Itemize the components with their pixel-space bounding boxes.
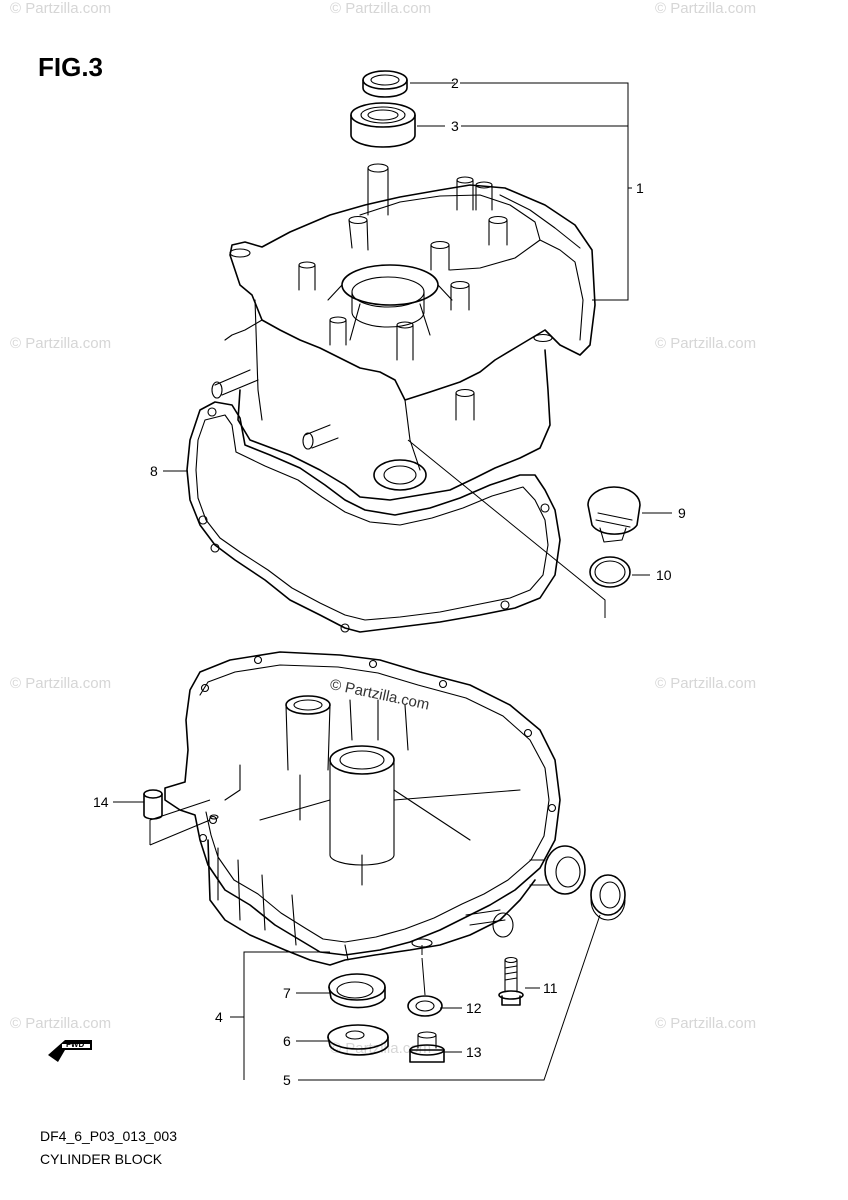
fwd-arrow-icon [48,1040,92,1062]
gasket-part-8 [186,401,561,633]
watermark-mid-left: © Partzilla.com [10,335,112,352]
cylinder-block-part-1 [211,163,596,501]
watermark-bottom-mid: © Partzilla.com [330,1040,432,1057]
dowel-pin-part-14 [143,789,163,820]
gasket-inner-edge [195,414,549,621]
watermark-bottom-right: © Partzilla.com [655,1015,757,1032]
callout-7: 7 [283,985,291,1001]
o-ring-part-10 [589,556,631,588]
watermark-low-left: © Partzilla.com [10,675,112,692]
crankcase-part-4 [164,651,586,966]
bushing-part-6 [327,1024,389,1056]
drain-bolt-part-13 [409,1031,445,1063]
seal-ring-part-5 [590,874,626,921]
watermark-top-left: © Partzilla.com [10,0,112,17]
front-bore [373,459,427,491]
callout-13: 13 [466,1044,482,1060]
side-port [529,845,586,895]
watermark-top-right: © Partzilla.com [655,0,757,17]
figure-title: FIG.3 [38,52,104,82]
watermark-low-right: © Partzilla.com [655,675,757,692]
callout-10: 10 [656,567,672,583]
drawing-code: DF4_6_P03_013_003 [40,1128,178,1144]
callout-2: 2 [451,75,459,91]
washer-part-12 [407,995,443,1017]
callout-8: 8 [150,463,158,479]
callout-11: 11 [543,980,558,996]
bearing-part-3 [350,102,416,148]
watermark-mid-right: © Partzilla.com [655,335,757,352]
callout-5: 5 [283,1072,291,1088]
callout-14: 14 [93,794,109,810]
callout-1: 1 [636,180,644,196]
callout-3: 3 [451,118,459,134]
gasket-bolt-holes [198,407,550,633]
crank-boss [224,695,521,886]
leader-lines [113,82,672,1081]
callout-12: 12 [466,1000,482,1016]
watermark-top-center: © Partzilla.com [330,0,432,17]
oil-seal-part-7 [328,973,386,1009]
callout-4: 4 [215,1009,223,1025]
flange-bolt-part-11 [498,956,524,1006]
callout-6: 6 [283,1033,291,1049]
callout-numbers: 2 3 1 8 9 10 14 11 7 12 4 6 13 5 [93,75,686,1088]
fwd-arrow-label: FWD [66,1040,84,1049]
boss-cluster [229,163,553,421]
watermark-bottom-left: © Partzilla.com [10,1015,112,1032]
drawing-name: CYLINDER BLOCK [40,1151,163,1167]
callout-9: 9 [678,505,686,521]
oil-seal-part-2 [362,70,408,98]
plug-part-9 [587,486,641,543]
central-bore [327,264,453,341]
